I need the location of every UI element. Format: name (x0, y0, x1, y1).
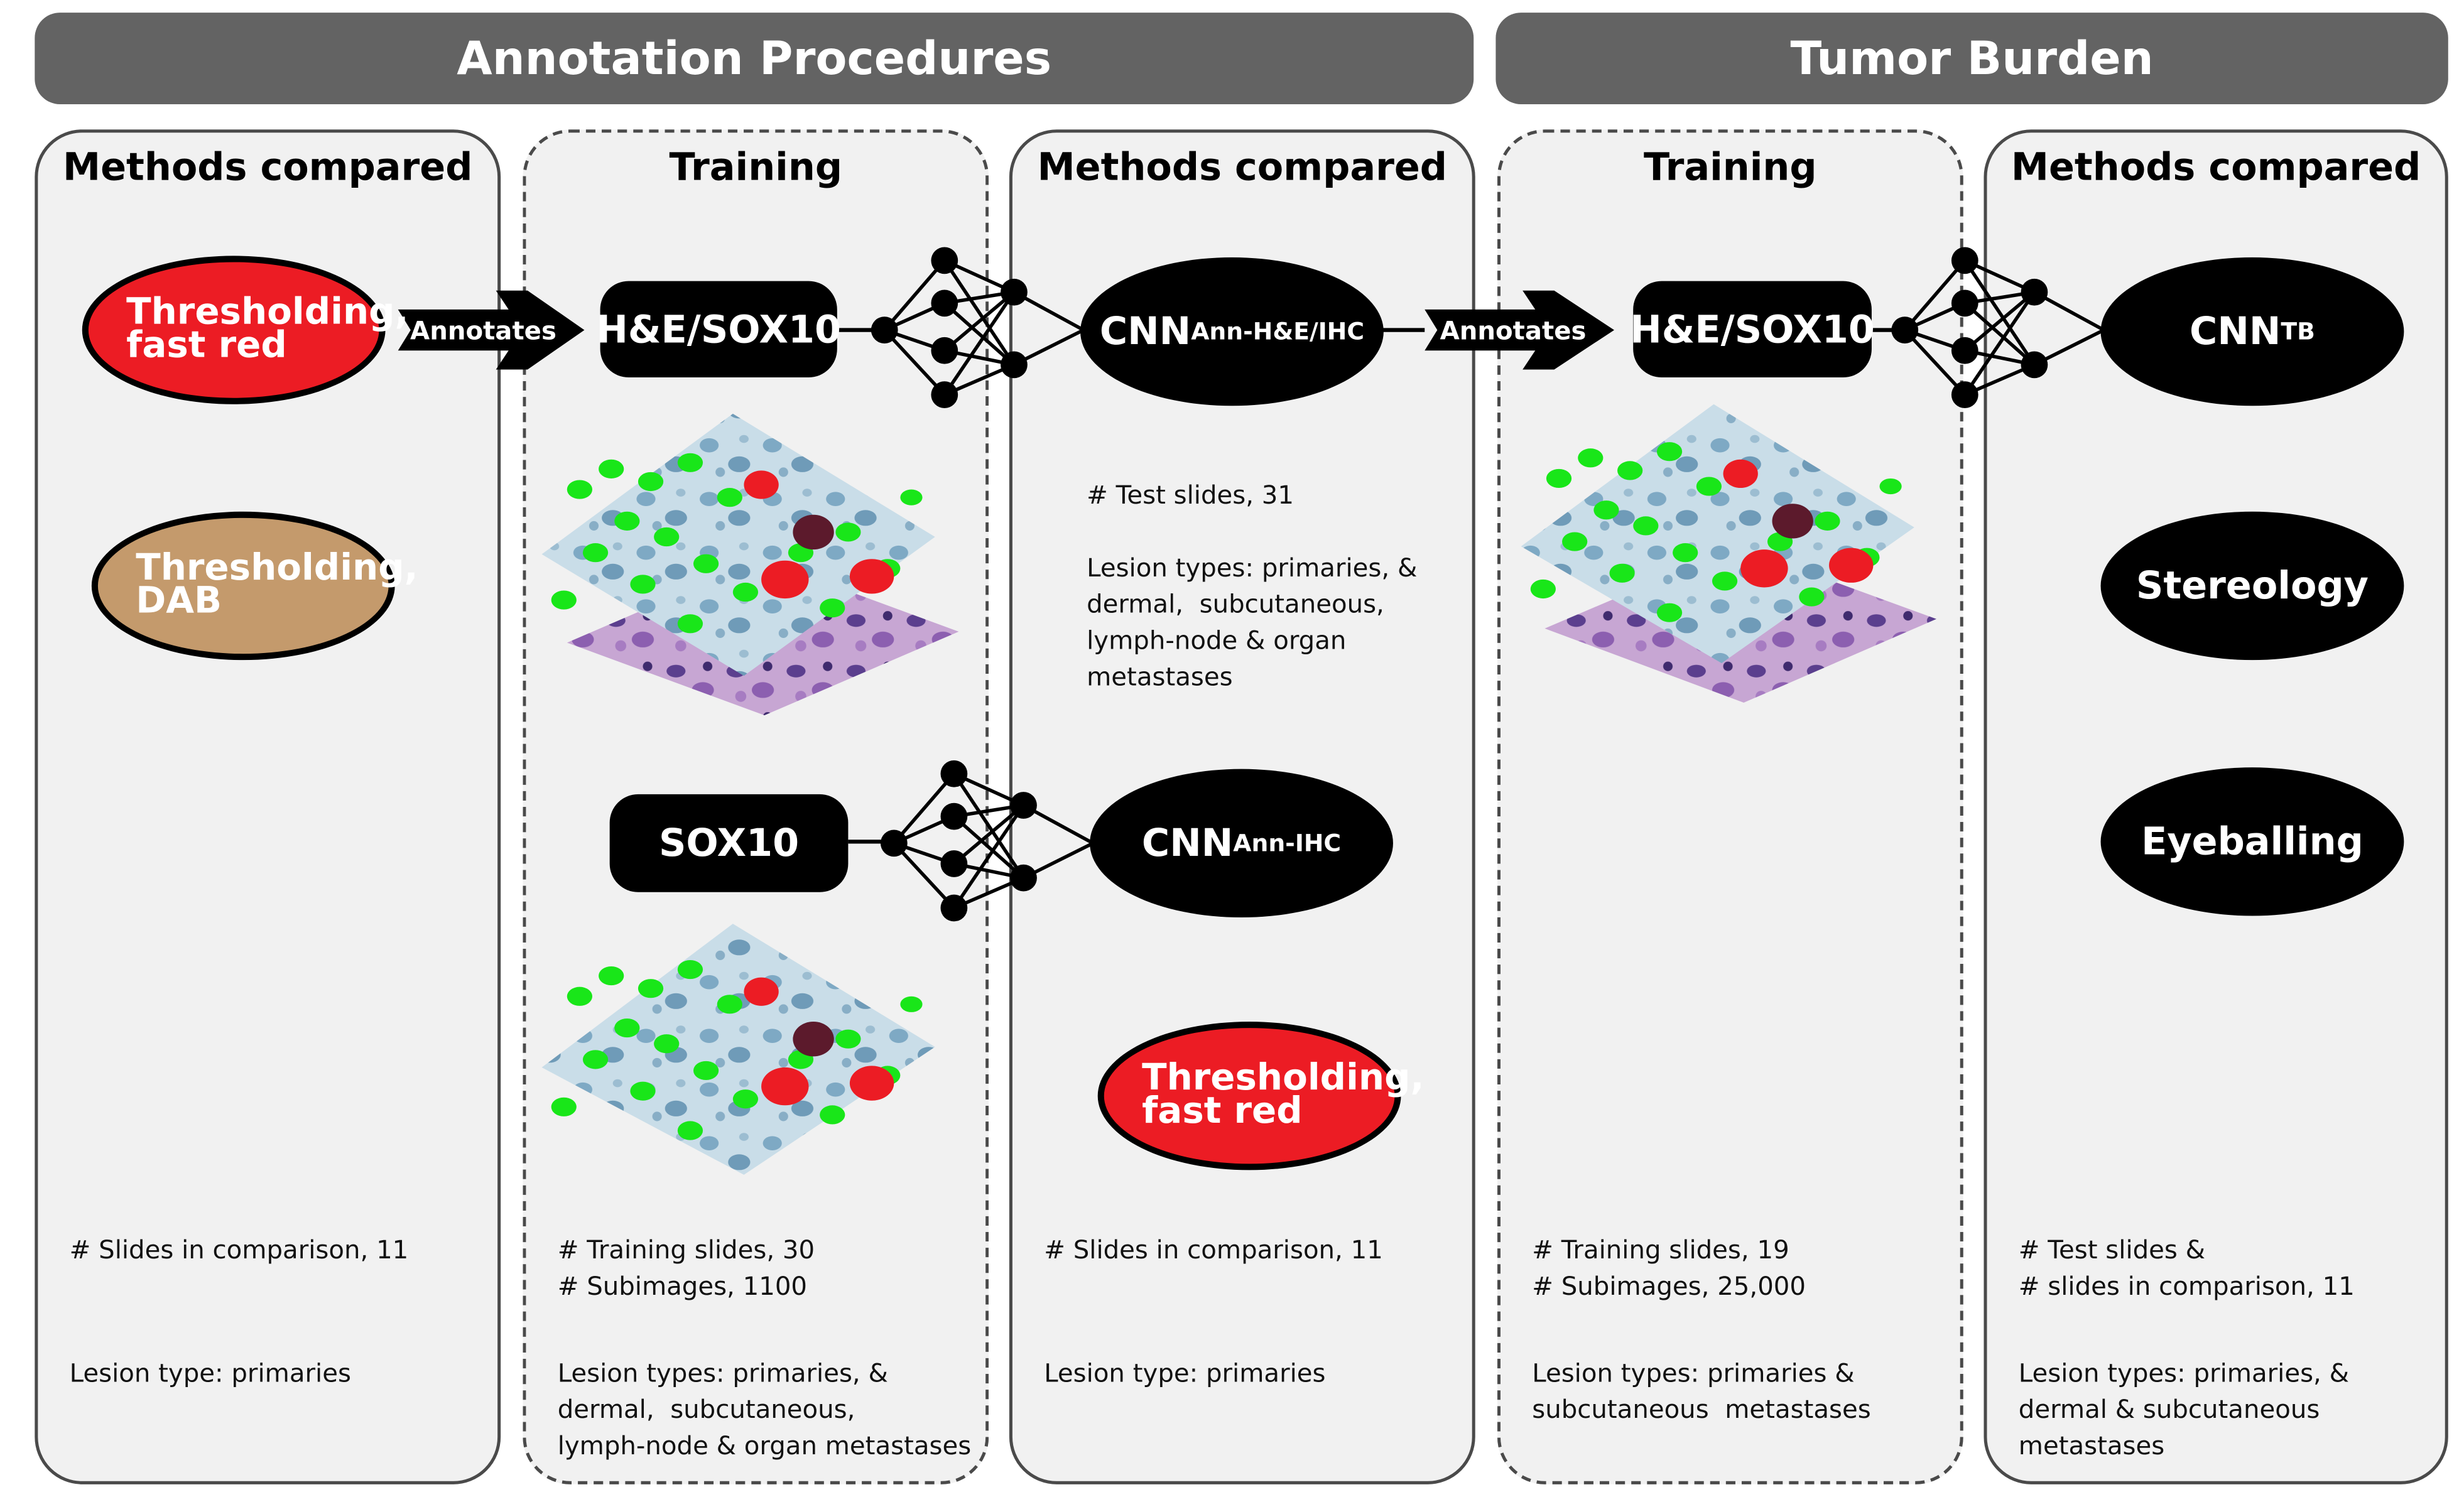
node-he-sox10: H&E/SOX10 (596, 281, 841, 378)
network-edge (1903, 328, 1967, 396)
network-edge (1963, 291, 2036, 352)
panel-title: Methods compared (63, 145, 473, 190)
tissue-stack-icon (541, 413, 959, 716)
network-node (931, 247, 958, 274)
cnn-label: CNN (2190, 309, 2281, 354)
network-edge (952, 804, 1025, 909)
slides-count: # Slides in comparison, 11 (69, 1235, 409, 1265)
network-edge (953, 804, 1025, 865)
node-stereology: Stereology (2100, 511, 2404, 661)
header-tumor-burden: Tumor Burden (1495, 13, 2448, 104)
network-edge (893, 772, 955, 845)
lesion-type: Lesion type: primaries (1044, 1358, 1326, 1388)
network-node (2021, 278, 2048, 306)
network-node (1951, 337, 1978, 364)
network-edge (893, 841, 955, 909)
network-edge (883, 328, 946, 396)
network-edge (943, 301, 1016, 366)
tissue-stack-icon (1521, 404, 1937, 703)
panel-title: Training (1644, 145, 1817, 190)
lesion-types: Lesion types: primaries, & dermal, subcu… (557, 1358, 972, 1461)
network-edge (1903, 259, 1967, 332)
panel-title: Methods compared (1037, 145, 1447, 190)
test-slides-info: # Test slides, 31 Lesion types: primarie… (1087, 480, 1418, 692)
arrow-icon: Annotates (398, 290, 585, 370)
network-node (1010, 864, 1037, 892)
node-he-sox10-2: H&E/SOX10 (1630, 281, 1875, 378)
lesion-types: Lesion types: primaries, & dermal & subc… (2018, 1358, 2349, 1461)
neural-network-icon (1891, 247, 2105, 409)
tissue-stack-icon (541, 924, 935, 1175)
network-edge (943, 291, 1016, 396)
network-node (2021, 351, 2048, 379)
network-node (940, 802, 968, 830)
network-node (880, 829, 908, 857)
cnn-label: CNN (1141, 821, 1234, 866)
network-node (940, 760, 968, 787)
neural-network-icon (880, 760, 1094, 922)
network-edge (952, 772, 1025, 879)
network-node (931, 289, 958, 317)
network-node (940, 894, 968, 922)
node-thresholding-fast-red: Thresholding, fast red (82, 256, 409, 404)
network-edge (1963, 301, 2036, 366)
network-node (1010, 792, 1037, 819)
neural-network-icon (871, 247, 1085, 409)
cnn-subscript: TB (2281, 317, 2315, 346)
network-node (1951, 289, 1978, 317)
network-node (1891, 316, 1919, 343)
network-node (940, 850, 968, 877)
network-node (871, 316, 898, 343)
cnn-label: CNN (1099, 309, 1191, 354)
cnn-subscript: Ann-IHC (1233, 829, 1342, 858)
panel-title: Methods compared (2011, 145, 2421, 190)
slides-count: # Test slides & # slides in comparison, … (2018, 1235, 2355, 1302)
node-thresholding-fast-red-2: Thresholding, fast red (1097, 1022, 1424, 1170)
annotates-label: Annotates (1440, 317, 1587, 346)
network-edge (1963, 291, 2036, 396)
lesion-types: Lesion types: primaries & subcutaneous m… (1532, 1358, 1871, 1425)
training-slides-count: # Training slides, 19 # Subimages, 25,00… (1532, 1235, 1806, 1302)
network-node (931, 337, 958, 364)
header-annotation-procedures: Annotation Procedures (35, 13, 1474, 104)
cnn-subscript: Ann-H&E/IHC (1191, 317, 1365, 346)
network-node (931, 381, 958, 409)
node-sox10: SOX10 (609, 794, 849, 892)
network-node (1951, 247, 1978, 274)
network-edge (943, 291, 1016, 352)
network-node (1001, 351, 1028, 379)
training-slides-count: # Training slides, 30 # Subimages, 1100 (557, 1235, 815, 1302)
network-node (1001, 278, 1028, 306)
node-thresholding-dab: Thresholding, DAB (91, 511, 418, 661)
annotates-label: Annotates (410, 317, 556, 346)
network-edge (943, 259, 1016, 366)
slides-count: # Slides in comparison, 11 (1044, 1235, 1383, 1265)
network-edge (953, 815, 1025, 880)
network-node (1951, 381, 1978, 409)
lesion-type: Lesion type: primaries (69, 1358, 351, 1388)
node-eyeballing: Eyeballing (2100, 767, 2404, 916)
network-edge (1963, 259, 2036, 366)
network-edge (883, 259, 946, 332)
panel-title: Training (669, 145, 843, 190)
arrow-icon: Annotates (1425, 290, 1615, 370)
